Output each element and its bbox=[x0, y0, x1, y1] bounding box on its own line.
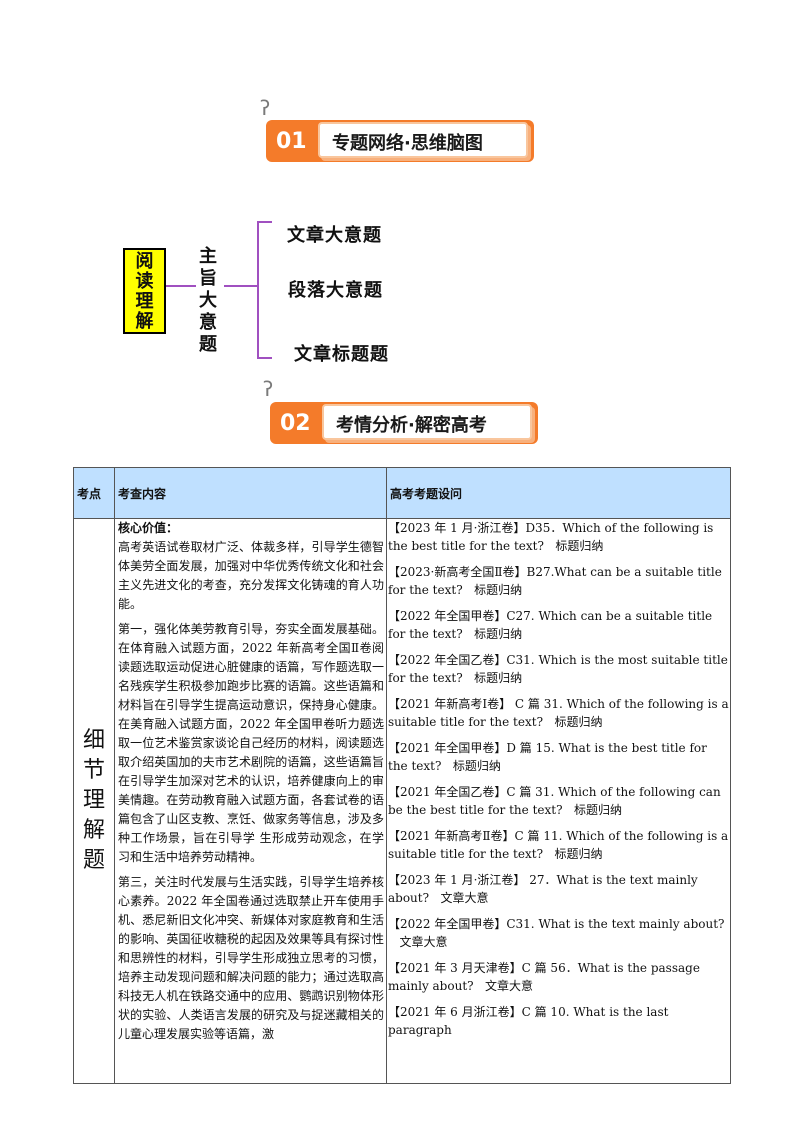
kaodian-char: 细 bbox=[82, 728, 105, 753]
question-source: 【2021 年新高考Ⅱ卷】 bbox=[388, 829, 515, 843]
question-text: 27．What is the text mainly about? bbox=[388, 873, 698, 905]
table-header-row: 考点 考查内容 高考考题设问 bbox=[73, 467, 731, 519]
table-row: 细节理解题 核心价值： 高考英语试卷取材广泛、体裁多样，引导学生德智体美劳全面发… bbox=[73, 518, 731, 1084]
header-kaodian: 考点 bbox=[73, 467, 115, 519]
question-tag: 文章大意 bbox=[473, 979, 534, 993]
question-item: 【2023 年 1 月·浙江卷】 27．What is the text mai… bbox=[388, 871, 729, 907]
mind-map-leaf: 段落大意题 bbox=[288, 280, 383, 301]
questions-cell: 【2023 年 1 月·浙江卷】D35．Which of the followi… bbox=[386, 518, 731, 1084]
question-text: C31. Which is the most suitable title fo… bbox=[388, 653, 728, 685]
question-text: C 篇 31. Which of the following is a suit… bbox=[388, 697, 729, 729]
question-tag: 文章大意 bbox=[429, 891, 489, 905]
question-source: 【2022 年全国乙卷】 bbox=[388, 653, 507, 667]
question-source: 【2023 年 1 月·浙江卷】 bbox=[388, 873, 526, 887]
root-char: 阅 bbox=[135, 251, 154, 272]
banner-plate bbox=[318, 122, 528, 158]
question-source: 【2023·新高考全国Ⅱ卷】 bbox=[388, 565, 527, 579]
question-item: 【2021 年全国甲卷】D 篇 15. What is the best tit… bbox=[388, 739, 729, 775]
root-char: 理 bbox=[135, 291, 154, 312]
analysis-table: 考点 考查内容 高考考题设问 细节理解题 核心价值： 高考英语试卷取材广泛、体裁… bbox=[73, 467, 731, 1084]
header-content: 考查内容 bbox=[114, 467, 387, 519]
content-paragraph: 第一，强化体美劳教育引导，夯实全面发展基础。在体育融入试题方面，2022 年新高… bbox=[118, 622, 384, 864]
question-text: C 篇 10. What is the last paragraph bbox=[388, 1005, 669, 1037]
content-cell: 核心价值： 高考英语试卷取材广泛、体裁多样，引导学生德智体美劳全面发展，加强对中… bbox=[114, 518, 387, 1084]
question-tag: 标题归纳 bbox=[543, 847, 603, 861]
question-source: 【2021 年 3 月天津卷】 bbox=[388, 961, 522, 975]
question-text: C 篇 31. Which of the following can be th… bbox=[388, 785, 721, 817]
question-source: 【2021 年全国乙卷】 bbox=[388, 785, 507, 799]
question-item: 【2022 年全国甲卷】C31. What is the text mainly… bbox=[388, 915, 729, 951]
question-source: 【2022 年全国甲卷】 bbox=[388, 917, 507, 931]
branch-char: 旨 bbox=[199, 268, 217, 289]
question-source: 【2023 年 1 月·浙江卷】 bbox=[388, 521, 526, 535]
content-paragraph: 第三，关注时代发展与生活实践，引导学生培养核心素养。2022 年全国卷通过选取禁… bbox=[118, 875, 384, 1041]
question-item: 【2021 年新高考Ⅱ卷】C 篇 11. Which of the follow… bbox=[388, 827, 729, 863]
branch-char: 题 bbox=[199, 334, 217, 355]
question-item: 【2022 年全国甲卷】C27. Which can be a suitable… bbox=[388, 607, 729, 643]
question-item: 【2021 年 3 月天津卷】C 篇 56．What is the passag… bbox=[388, 959, 729, 995]
question-text: C 篇 11. Which of the following is a suit… bbox=[388, 829, 729, 861]
section-number: 02 bbox=[280, 411, 311, 436]
question-source: 【2021 年新高考Ⅰ卷】 bbox=[388, 697, 512, 711]
mind-map-leaf: 文章大意题 bbox=[287, 225, 382, 246]
kaodian-label: 细节理解题 bbox=[75, 726, 113, 876]
content-heading: 核心价值： bbox=[118, 521, 179, 535]
mind-map-leaf: 文章标题题 bbox=[294, 344, 389, 365]
question-source: 【2021 年 6 月浙江卷】 bbox=[388, 1005, 522, 1019]
question-tag: 标题归纳 bbox=[562, 803, 622, 817]
question-tag: 标题归纳 bbox=[543, 715, 603, 729]
kaodian-char: 解 bbox=[82, 818, 105, 843]
question-text: B27.What can be a suitable title for the… bbox=[388, 565, 722, 597]
kaodian-char: 理 bbox=[82, 788, 105, 813]
question-text: D35．Which of the following is the best t… bbox=[388, 521, 714, 553]
root-char: 读 bbox=[135, 271, 154, 292]
kaodian-char: 节 bbox=[82, 758, 105, 783]
question-text: D 篇 15. What is the best title for the t… bbox=[388, 741, 707, 773]
question-text: C27. Which can be a suitable title for t… bbox=[388, 609, 713, 641]
banner-plate bbox=[322, 404, 532, 440]
mind-map-root: 阅 读 理 解 bbox=[123, 248, 166, 334]
question-tag: 标题归纳 bbox=[462, 583, 523, 597]
section-title: 专题网络·思维脑图 bbox=[332, 133, 483, 154]
question-item: 【2022 年全国乙卷】C31. Which is the most suita… bbox=[388, 651, 729, 687]
clip-icon: ʔ bbox=[263, 377, 274, 401]
header-questions: 高考考题设问 bbox=[386, 467, 731, 519]
question-text: C31. What is the text mainly about? bbox=[506, 917, 725, 931]
question-tag: 标题归纳 bbox=[462, 671, 523, 685]
question-item: 【2021 年新高考Ⅰ卷】 C 篇 31. Which of the follo… bbox=[388, 695, 729, 731]
branch-char: 意 bbox=[199, 312, 217, 333]
question-tag: 标题归纳 bbox=[543, 539, 604, 553]
question-tag: 标题归纳 bbox=[441, 759, 501, 773]
question-item: 【2021 年全国乙卷】C 篇 31. Which of the followi… bbox=[388, 783, 729, 819]
question-tag: 文章大意 bbox=[388, 935, 448, 949]
branch-char: 主 bbox=[199, 246, 217, 267]
section-title: 考情分析·解密高考 bbox=[336, 415, 487, 436]
question-item: 【2021 年 6 月浙江卷】C 篇 10. What is the last … bbox=[388, 1003, 729, 1039]
section-number: 01 bbox=[276, 129, 307, 154]
question-source: 【2022 年全国甲卷】 bbox=[388, 609, 507, 623]
branch-char: 大 bbox=[199, 290, 217, 311]
question-item: 【2023·新高考全国Ⅱ卷】B27.What can be a suitable… bbox=[388, 563, 729, 599]
question-item: 【2023 年 1 月·浙江卷】D35．Which of the followi… bbox=[388, 519, 729, 555]
root-char: 解 bbox=[135, 311, 154, 332]
question-list: 【2023 年 1 月·浙江卷】D35．Which of the followi… bbox=[388, 519, 729, 1039]
question-source: 【2021 年全国甲卷】 bbox=[388, 741, 507, 755]
kaodian-char: 题 bbox=[82, 848, 105, 873]
clip-icon: ʔ bbox=[260, 96, 271, 120]
question-text: C 篇 56．What is the passage mainly about? bbox=[388, 961, 700, 993]
kaodian-cell: 细节理解题 bbox=[73, 518, 115, 1084]
question-tag: 标题归纳 bbox=[462, 627, 523, 641]
content-paragraph: 高考英语试卷取材广泛、体裁多样，引导学生德智体美劳全面发展，加强对中华优秀传统文… bbox=[118, 540, 384, 611]
mind-map-branch: 主 旨 大 意 题 bbox=[197, 246, 219, 356]
